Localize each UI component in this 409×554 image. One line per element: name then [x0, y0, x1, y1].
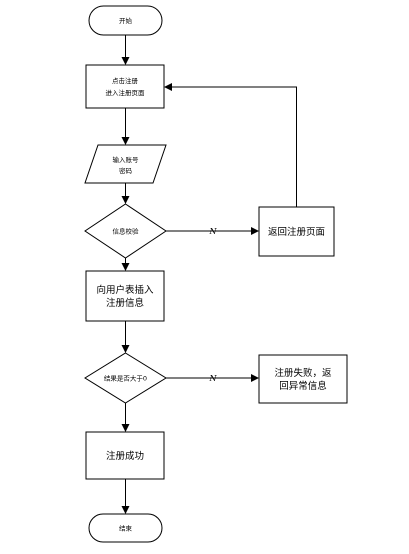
register-page-line2: 进入注册页面 — [106, 88, 146, 97]
no-label-result: N — [209, 374, 218, 383]
input-account-line1: 输入账号 — [113, 155, 140, 164]
decision-verify-label: 信息校验 — [113, 227, 140, 236]
end-terminal — [88, 513, 163, 543]
register-page-process — [85, 64, 165, 109]
end-label: 结束 — [119, 524, 133, 533]
no-label-verify: N — [209, 227, 218, 236]
return-register-page-label: 返回注册页面 — [268, 226, 325, 238]
insert-user-table-line1: 向用户表插入 — [96, 284, 154, 296]
start-label: 开始 — [119, 16, 133, 25]
input-account-line2: 密码 — [119, 166, 133, 175]
insert-user-table-line2: 注册信息 — [106, 297, 144, 309]
register-page-line1: 点击注册 — [112, 76, 139, 85]
register-fail-process — [258, 354, 348, 404]
register-success-process — [85, 431, 165, 480]
register-success-label: 注册成功 — [106, 450, 144, 462]
input-account-parallelogram — [84, 144, 167, 184]
register-fail-line2: 回异常信息 — [279, 380, 327, 392]
register-fail-line1: 注册失败，返 — [274, 367, 332, 379]
arrow-loop-back — [164, 83, 297, 207]
insert-user-table-process — [85, 270, 165, 322]
decision-result-label: 结果是否大于0 — [104, 374, 147, 383]
